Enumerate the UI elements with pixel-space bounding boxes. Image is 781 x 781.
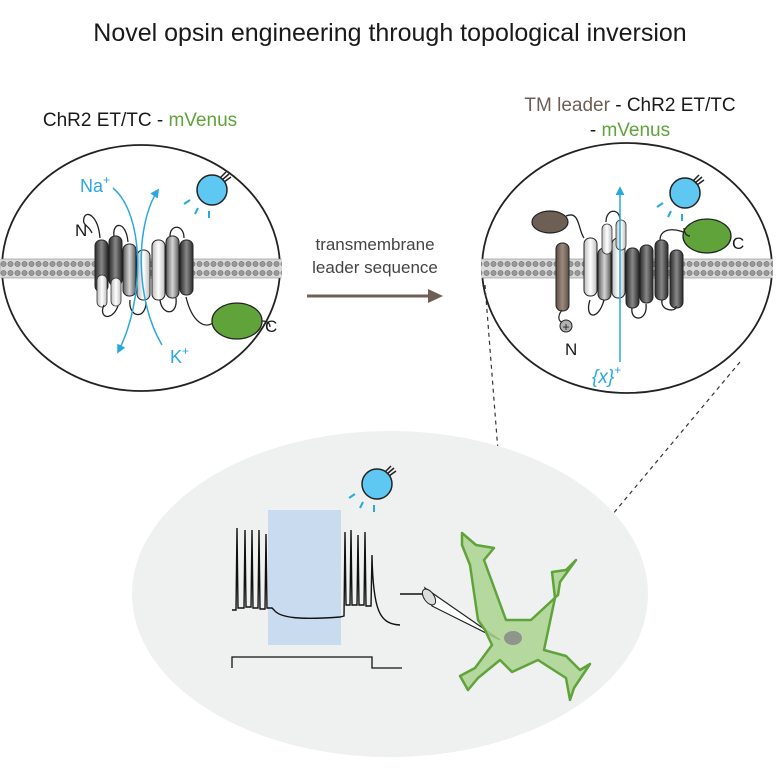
- right-panel: TM leader - ChR2 ET/TC - mVenus + N: [481, 95, 773, 394]
- neuron-nucleus: [504, 631, 522, 645]
- arrow-label-line2: leader sequence: [312, 258, 438, 277]
- recording-background: [132, 431, 648, 757]
- light-period-box: [268, 510, 341, 645]
- tm-leader-helix: [555, 242, 570, 312]
- svg-text:K+: K+: [170, 344, 189, 367]
- voltage-trace: [232, 527, 401, 626]
- left-helices: [94, 235, 194, 308]
- right-label-tm: TM leader: [524, 95, 610, 116]
- left-k-arrow: [140, 188, 163, 346]
- svg-text:Na+: Na+: [80, 173, 110, 196]
- left-na-label: Na: [80, 176, 104, 196]
- arrow-label-line1: transmembrane: [315, 235, 434, 254]
- left-n-term: N: [75, 221, 87, 240]
- tm-leader-domain: [531, 210, 569, 234]
- left-na-arrow: [112, 187, 139, 354]
- transmembrane-arrow: transmembrane leader sequence: [307, 235, 443, 303]
- right-ion-charge: +: [614, 363, 621, 377]
- right-ion-label: {x}: [592, 367, 615, 388]
- left-mvenus-barrel: [211, 302, 263, 340]
- right-n-term: N: [565, 340, 577, 359]
- stimulus-step: [231, 656, 402, 669]
- svg-text:- mVenus: - mVenus: [590, 120, 670, 141]
- right-plus-sign: +: [562, 320, 569, 334]
- neuron-cell: [458, 531, 592, 702]
- right-label-dash: -: [590, 120, 602, 141]
- left-na-charge: +: [103, 173, 110, 187]
- light-bulb-icon: [183, 171, 232, 218]
- svg-text:ChR2 ET/TC - mVenus: ChR2 ET/TC - mVenus: [43, 110, 237, 131]
- svg-text:{x}+: {x}+: [592, 363, 621, 388]
- svg-text:TM leader - ChR2 ET/TC: TM leader - ChR2 ET/TC: [524, 95, 735, 116]
- left-panel: ChR2 ET/TC - mVenus N: [0, 110, 282, 392]
- left-k-label: K: [170, 347, 182, 367]
- zoom-line-right: [519, 361, 741, 626]
- right-label-rest: - ChR2 ET/TC: [610, 95, 736, 116]
- light-bulb-icon: [348, 465, 397, 512]
- left-c-term: C: [265, 317, 277, 336]
- right-c-term: C: [732, 234, 744, 253]
- right-label-fp: mVenus: [601, 120, 670, 141]
- plus-charge-icon: [559, 319, 573, 333]
- right-mvenus-barrel: [682, 218, 732, 254]
- left-label-main: ChR2 ET/TC -: [43, 110, 169, 131]
- figure-title: Novel opsin engineering through topologi…: [93, 19, 686, 47]
- light-bulb-icon: [656, 174, 705, 221]
- left-k-charge: +: [182, 344, 189, 358]
- electrode-icon: [400, 586, 501, 641]
- left-label-fp: mVenus: [168, 110, 237, 131]
